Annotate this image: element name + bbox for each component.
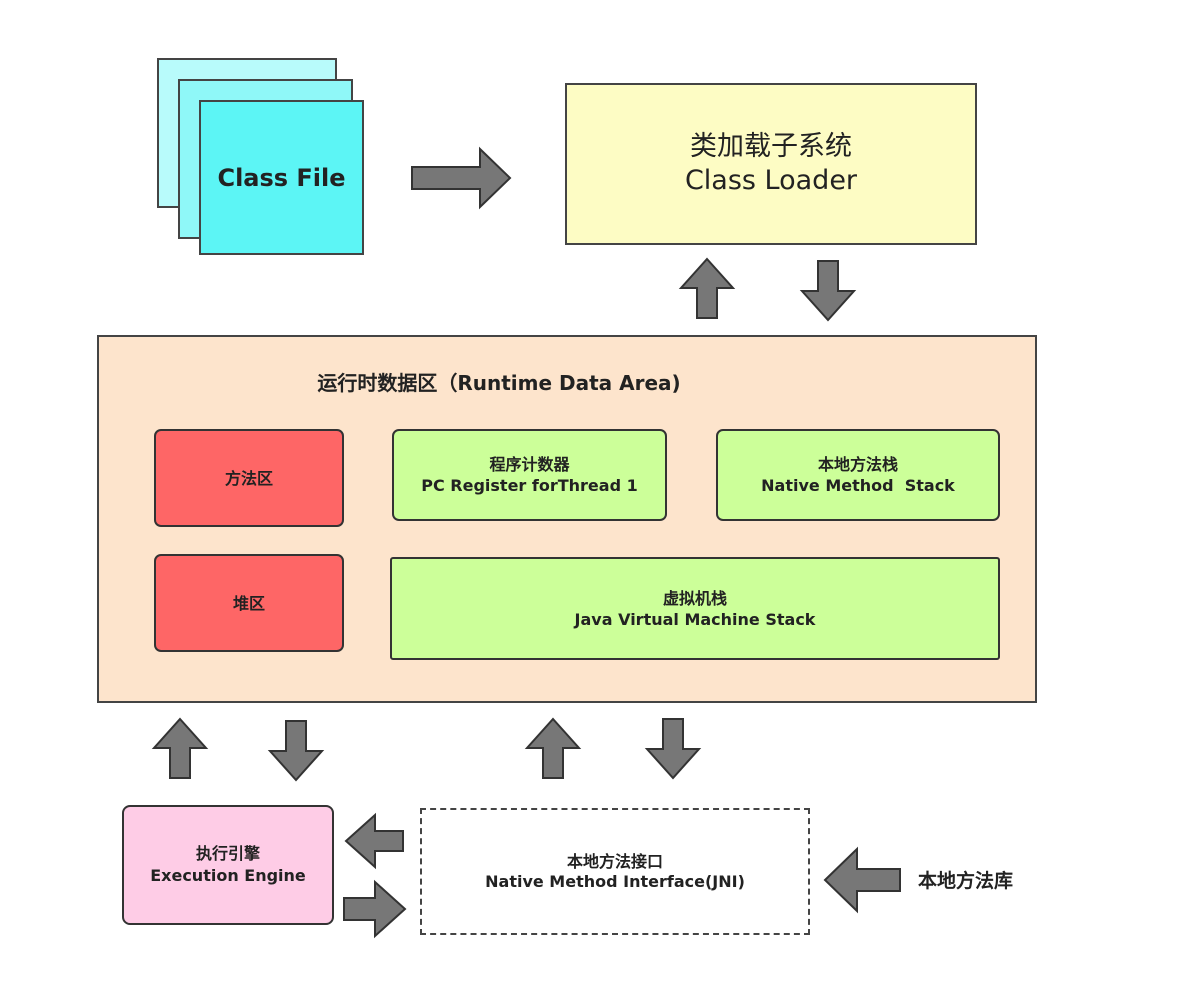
native-method-stack-box: 本地方法栈 Native Method Stack: [716, 429, 1000, 521]
class-loader-title-cn: 类加载子系统: [690, 131, 852, 162]
jvm-stack-label-en: Java Virtual Machine Stack: [574, 609, 816, 629]
native-method-interface-label-cn: 本地方法接口: [566, 851, 663, 871]
method-area-label: 方法区: [224, 468, 273, 488]
class-file-label: Class File: [217, 163, 346, 192]
arrow-up-jni-to-runtime: [524, 717, 582, 779]
arrow-left-library-to-jni: [823, 846, 901, 914]
jvm-stack-box: 虚拟机栈 Java Virtual Machine Stack: [390, 557, 1000, 660]
execution-engine-label-en: Execution Engine: [150, 866, 306, 885]
native-method-stack-label-cn: 本地方法栈: [817, 455, 898, 474]
arrow-left-jni-to-engine: [344, 812, 404, 870]
class-file-node: Class File: [199, 100, 364, 255]
arrow-down-runtime-to-engine: [267, 720, 325, 782]
arrow-down-loader-to-runtime: [799, 260, 857, 322]
class-loader-title-en: Class Loader: [684, 165, 858, 196]
arrow-up-runtime-to-loader: [678, 257, 736, 319]
arrow-down-runtime-to-jni: [644, 718, 702, 780]
execution-engine-node: 执行引擎 Execution Engine: [122, 805, 334, 925]
native-method-interface-node: 本地方法接口 Native Method Interface(JNI): [420, 808, 810, 935]
native-method-interface-label-en: Native Method Interface(JNI): [485, 871, 745, 891]
arrow-up-engine-to-runtime: [151, 717, 209, 779]
native-method-stack-label-en: Native Method Stack: [761, 476, 955, 495]
pc-register-box: 程序计数器 PC Register forThread 1: [392, 429, 667, 521]
pc-register-label-en: PC Register forThread 1: [421, 476, 638, 495]
heap-label: 堆区: [232, 593, 265, 613]
native-library-label: 本地方法库: [918, 870, 1014, 892]
arrow-right-classfile-to-loader: [411, 146, 512, 210]
arrow-right-engine-to-jni: [343, 879, 407, 939]
execution-engine-label-cn: 执行引擎: [195, 844, 260, 863]
runtime-data-area: 运行时数据区（Runtime Data Area) 方法区 堆区 程序计数器 P…: [97, 335, 1037, 703]
heap-box: 堆区: [154, 554, 344, 652]
class-loader-node: 类加载子系统 Class Loader: [565, 83, 977, 245]
runtime-data-area-title: 运行时数据区（Runtime Data Area): [317, 371, 681, 395]
method-area-box: 方法区: [154, 429, 344, 527]
pc-register-label-cn: 程序计数器: [489, 455, 570, 474]
jvm-stack-label-cn: 虚拟机栈: [662, 588, 727, 608]
